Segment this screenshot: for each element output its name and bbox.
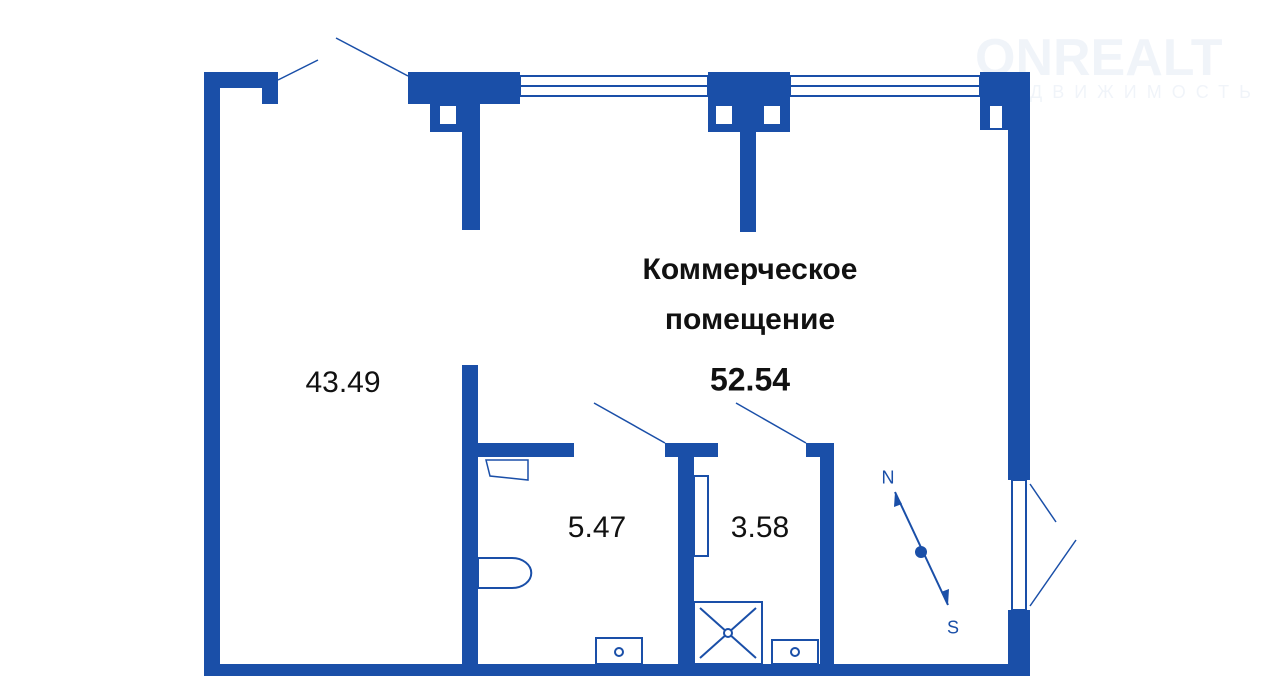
compass-north: N xyxy=(881,467,895,488)
counter xyxy=(693,475,709,557)
compass-south: S xyxy=(946,617,960,638)
main-room-title-line2: помещение xyxy=(664,303,836,336)
bathroom2-area: 3.58 xyxy=(730,511,790,544)
left-room-area: 43.49 xyxy=(305,366,381,399)
sink-icon-2 xyxy=(771,639,819,665)
compass xyxy=(894,491,949,606)
windows xyxy=(519,75,1027,611)
shower-tray xyxy=(693,601,763,665)
main-room-area: 52.54 xyxy=(709,361,791,398)
main-room-title-line1: Коммерческое xyxy=(642,253,858,286)
watermark-subtitle: НЕДВИЖИМОСТЬ xyxy=(985,82,1261,102)
bathroom1-area: 5.47 xyxy=(567,511,627,544)
fixtures xyxy=(477,475,819,665)
column-hollows xyxy=(440,106,1002,128)
doors xyxy=(277,37,1077,607)
sink-icon xyxy=(595,637,643,665)
walls xyxy=(204,72,1030,676)
toilet-icon xyxy=(477,557,533,589)
